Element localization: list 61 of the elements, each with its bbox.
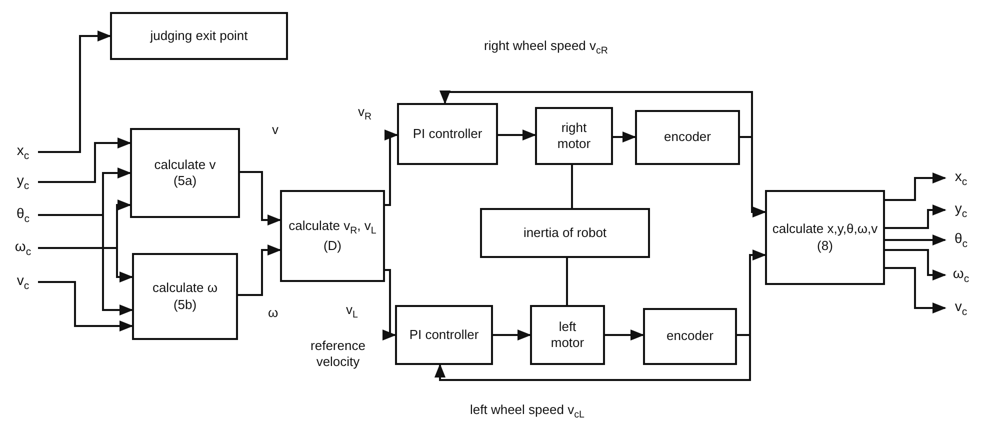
process-box <box>110 12 288 60</box>
box-text: judging exit point <box>150 28 248 44</box>
signal-label: ω$_{c}$ <box>8 236 38 260</box>
arrow <box>737 249 766 336</box>
box-text: calculate x,y,θ,ω,v <box>772 221 878 238</box>
arrow <box>384 129 398 206</box>
process-box <box>535 107 613 165</box>
signal-label: ω$_{c}$ <box>945 263 977 287</box>
box-text: encoder <box>664 129 711 146</box>
process-box <box>643 308 737 365</box>
arrow <box>493 329 532 341</box>
arrow <box>885 172 946 201</box>
arrow <box>885 204 946 229</box>
process-box <box>480 208 650 258</box>
arrow <box>498 129 536 141</box>
process-box <box>397 103 498 165</box>
box-text: right motor <box>556 120 592 152</box>
process-box <box>280 190 385 282</box>
signal-label: y$_{c}$ <box>8 170 38 194</box>
box-text: calculate ω <box>152 280 218 296</box>
process-box <box>395 305 493 365</box>
arrow <box>382 269 396 341</box>
arrow <box>740 136 766 218</box>
box-text: calculate v$_{R}$, v$_{L}$ <box>288 218 376 238</box>
arrow <box>613 131 636 143</box>
box-text: calculate v <box>154 156 216 173</box>
arrow <box>885 234 946 246</box>
arrow <box>238 244 282 296</box>
process-box <box>635 110 740 165</box>
box-text: (8) <box>817 238 833 254</box>
process-box <box>132 253 238 340</box>
arrow <box>434 334 751 381</box>
signal-label: θ$_{c}$ <box>8 203 38 227</box>
connector-line <box>566 258 568 305</box>
process-box <box>765 190 885 285</box>
arrow <box>38 247 134 283</box>
box-text: left motor <box>550 318 586 352</box>
connector-line <box>571 165 573 208</box>
arrow <box>38 137 132 183</box>
arrow <box>885 249 946 281</box>
box-text: (5b) <box>173 296 197 313</box>
box-text: encoder <box>666 328 714 345</box>
arrow <box>38 281 134 332</box>
signal-label: v$_{c}$ <box>945 296 977 320</box>
signal-label: x$_{c}$ <box>945 166 977 190</box>
signal-label: θ$_{c}$ <box>945 228 977 252</box>
arrow <box>439 90 753 138</box>
signal-label: x$_{c}$ <box>8 140 38 164</box>
arrow <box>605 329 644 341</box>
process-box <box>530 305 605 365</box>
box-text: PI controller <box>409 326 479 344</box>
arrow <box>240 171 282 226</box>
box-text: inertia of robot <box>523 224 607 242</box>
process-box <box>130 128 240 218</box>
box-text: PI controller <box>412 126 482 142</box>
arrow <box>885 267 946 314</box>
box-text: (5a) <box>173 173 197 190</box>
arrow <box>38 30 112 153</box>
box-text: (D) <box>323 238 342 254</box>
signal-label: v$_{c}$ <box>8 270 38 294</box>
signal-label: y$_{c}$ <box>945 198 977 222</box>
